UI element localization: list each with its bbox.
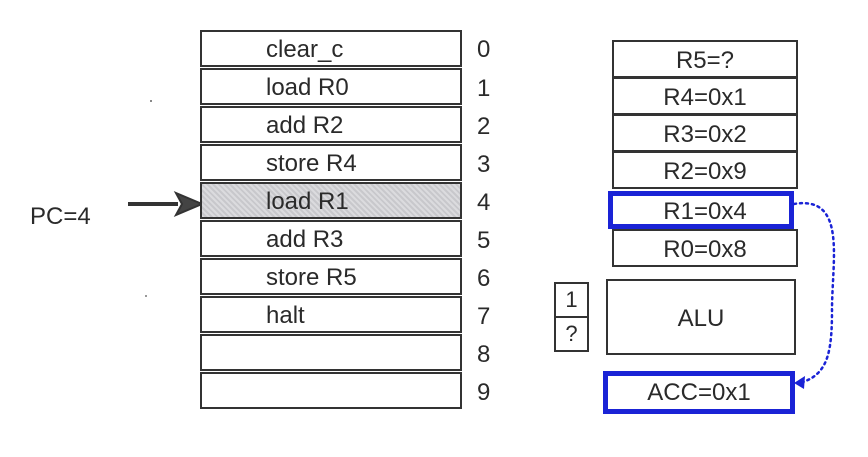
memory-address-9: 9	[477, 379, 491, 406]
memory-address-5: 5	[477, 227, 491, 254]
memory-row-2: add R2	[200, 106, 462, 143]
register-r1-highlight	[608, 191, 794, 229]
memory-row-0: clear_c	[200, 30, 462, 67]
connector-arrowhead	[794, 376, 805, 389]
memory-instr-6: store R5	[266, 264, 357, 291]
register-r4: R4=0x1	[612, 77, 798, 115]
memory-row-1: load R0	[200, 68, 462, 105]
memory-instr-2: add R2	[266, 112, 344, 139]
register-r0: R0=0x8	[612, 229, 798, 267]
memory-row-7: halt	[200, 296, 462, 333]
register-r2: R2=0x9	[612, 151, 798, 189]
memory-row-4: load R1	[200, 182, 462, 219]
memory-address-2: 2	[477, 113, 491, 140]
memory-row-6: store R5	[200, 258, 462, 295]
register-r5: R5=?	[612, 40, 798, 78]
register-r3: R3=0x2	[612, 114, 798, 152]
memory-address-1: 1	[477, 75, 491, 102]
memory-instr-7: halt	[266, 302, 305, 329]
memory-row-9	[200, 372, 462, 409]
flag-top: 1	[554, 282, 589, 318]
scan-speck	[150, 100, 152, 102]
acc-register: ACC=0x1	[603, 371, 795, 414]
pc-label: PC=4	[30, 203, 91, 230]
scan-speck	[145, 295, 147, 297]
memory-address-4: 4	[477, 189, 491, 216]
memory-address-8: 8	[477, 341, 491, 368]
alu-box: ALU	[606, 279, 796, 355]
memory-instr-3: store R4	[266, 150, 357, 177]
memory-instr-1: load R0	[266, 74, 349, 101]
memory-instr-5: add R3	[266, 226, 344, 253]
pc-arrow	[128, 190, 205, 218]
memory-row-3: store R4	[200, 144, 462, 181]
pc-arrow-head	[173, 190, 205, 218]
connector-path	[792, 201, 836, 385]
memory-address-0: 0	[477, 36, 491, 63]
memory-address-3: 3	[477, 151, 491, 178]
memory-instr-0: clear_c	[266, 36, 344, 63]
r1-to-acc-connector	[792, 201, 836, 389]
flag-bottom: ?	[554, 316, 589, 352]
memory-instr-4: load R1	[266, 188, 349, 215]
memory-row-8	[200, 334, 462, 371]
memory-address-6: 6	[477, 265, 491, 292]
memory-address-7: 7	[477, 303, 491, 330]
register-r1: R1=0x4	[663, 198, 747, 225]
memory-row-5: add R3	[200, 220, 462, 257]
